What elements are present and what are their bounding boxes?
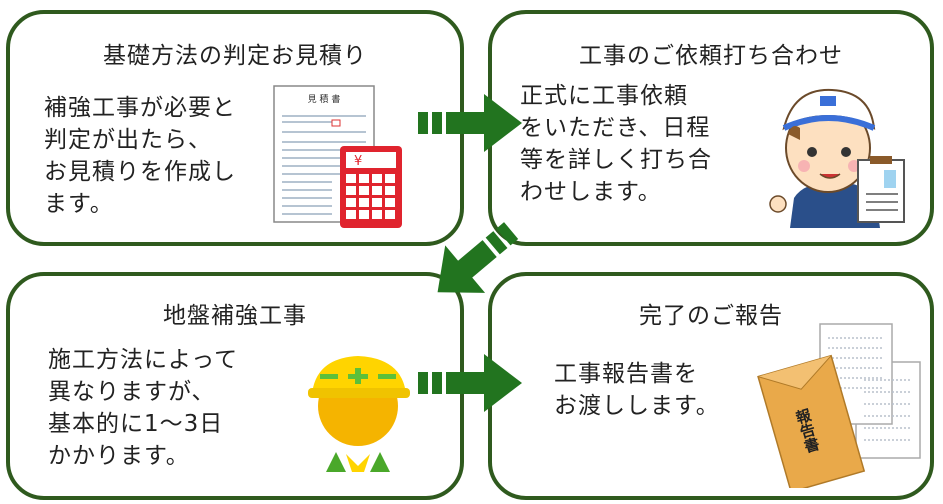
step-card-report: 完了のご報告 工事報告書を お渡しします。 報告書 <box>488 272 934 500</box>
step-card-construction: 地盤補強工事 施工方法によって 異なりますが、 基本的に1～3日 かかります。 <box>6 272 464 500</box>
estimate-doc-title: 見 積 書 <box>308 93 341 105</box>
step-card-estimate: 基礎方法の判定お見積り 補強工事が必要と 判定が出たら、 お見積りを作成し ます… <box>6 10 464 246</box>
step-description: 施工方法によって 異なりますが、 基本的に1～3日 かかります。 <box>48 347 239 469</box>
estimate-document-icon: 見 積 書 ¥ <box>273 85 402 228</box>
calculator-symbol: ¥ <box>354 154 362 169</box>
step-description: 工事報告書を お渡しします。 <box>554 361 720 419</box>
hardhat-worker-icon <box>308 356 410 472</box>
step-title: 基礎方法の判定お見積り <box>103 43 367 69</box>
report-envelope-icon: 報告書 <box>757 323 921 488</box>
step-title: 工事のご依頼打ち合わせ <box>579 43 843 69</box>
worker-with-clipboard-icon <box>769 88 905 228</box>
arrow-right-icon <box>418 94 522 152</box>
calculator-icon: ¥ <box>340 146 402 228</box>
step-card-meeting: 工事のご依頼打ち合わせ 正式に工事依頼 をいただき、日程 等を詳しく打ち合 わせ… <box>488 10 934 246</box>
arrow-right-icon <box>418 354 522 412</box>
step-description: 正式に工事依頼 をいただき、日程 等を詳しく打ち合 わせします。 <box>520 83 712 205</box>
step-description: 補強工事が必要と 判定が出たら、 お見積りを作成し ます。 <box>44 95 236 217</box>
arrow-down-left-icon <box>437 222 519 293</box>
step-title: 地盤補強工事 <box>163 303 307 329</box>
step-title: 完了のご報告 <box>639 303 783 329</box>
